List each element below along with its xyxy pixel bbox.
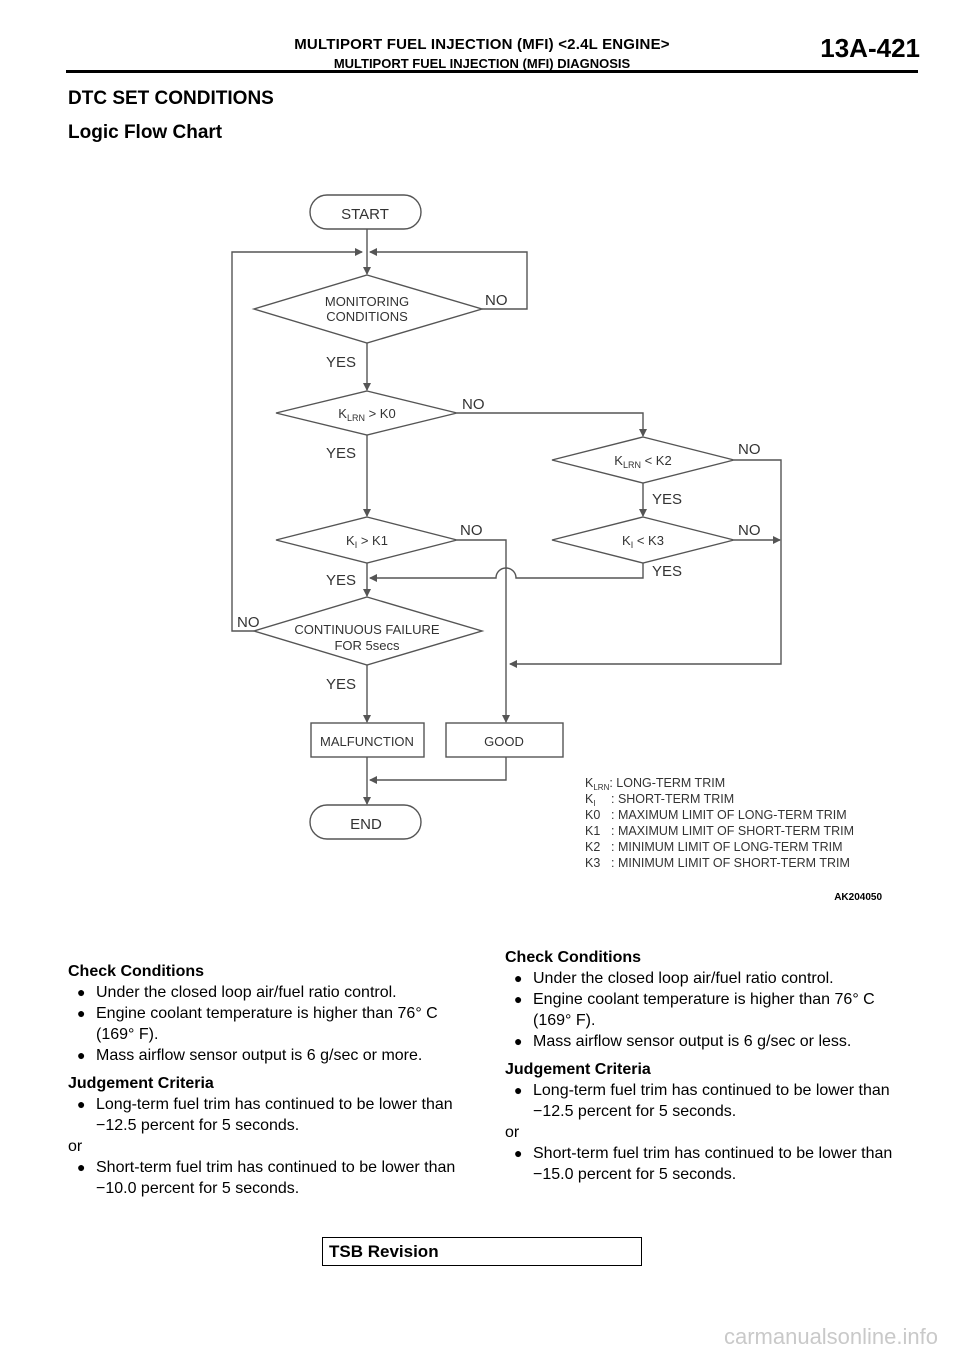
ki-k3-label: KI < K3 (622, 533, 664, 550)
right-column: Check Conditions ●Under the closed loop … (505, 947, 915, 1185)
left-check-heading: Check Conditions (68, 963, 205, 980)
start-label: START (341, 206, 389, 223)
monitoring-no-label: NO (485, 292, 508, 309)
list-item: ●Mass airflow sensor output is 6 g/sec o… (77, 1047, 423, 1064)
left-judgement-list-2: ●Short-term fuel trim has continued to b… (68, 1157, 478, 1199)
legend-k3-key: K3 (585, 856, 600, 870)
continuous-no-label: NO (237, 614, 260, 631)
list-item: ●Engine coolant temperature is higher th… (77, 1005, 438, 1043)
header-title: MULTIPORT FUEL INJECTION (MFI) <2.4L ENG… (294, 36, 670, 53)
legend-k0-key: K0 (585, 808, 600, 822)
bullet-icon: ● (514, 970, 523, 986)
klrn-k2-no-label: NO (738, 441, 761, 458)
list-item: ●Short-term fuel trim has continued to b… (77, 1159, 456, 1197)
list-item: ●Under the closed loop air/fuel ratio co… (514, 970, 834, 987)
ki-k1-no-label: NO (460, 522, 483, 539)
end-label: END (350, 816, 382, 833)
legend-klrn: KLRN: LONG-TERM TRIM (585, 776, 725, 792)
right-check-heading: Check Conditions (505, 949, 642, 966)
subsection-title: Logic Flow Chart (68, 122, 223, 143)
right-judgement-list-2: ●Short-term fuel trim has continued to b… (505, 1143, 915, 1185)
bullet-icon: ● (514, 1145, 523, 1161)
left-column: Check Conditions ●Under the closed loop … (68, 961, 478, 1199)
left-judgement-heading: Judgement Criteria (68, 1075, 214, 1092)
page-number: 13A-421 (820, 33, 920, 63)
end-terminal (309, 804, 422, 840)
bullet-icon: ● (77, 1005, 86, 1021)
continuous-failure-line1: CONTINUOUS FAILURE (294, 622, 440, 637)
logic-flow-chart: START MONITORING CONDITIONS KLRN > K0 KL… (231, 194, 854, 870)
continuous-yes-label: YES (326, 676, 356, 693)
list-item: ●Long-term fuel trim has continued to be… (514, 1082, 890, 1120)
tsb-revision-label: TSB Revision (329, 1242, 439, 1261)
left-judgement-list-1: ●Long-term fuel trim has continued to be… (68, 1094, 478, 1136)
start-terminal (309, 194, 422, 230)
watermark: carmanualsonline.info (723, 1324, 938, 1349)
legend-k1-key: K1 (585, 824, 600, 838)
left-or-text: or (68, 1138, 83, 1155)
bullet-icon: ● (514, 1082, 523, 1098)
legend-k2-desc: : MINIMUM LIMIT OF LONG-TERM TRIM (611, 840, 842, 854)
good-label: GOOD (484, 734, 524, 749)
klrn-k0-label: KLRN > K0 (338, 406, 395, 423)
bullet-icon: ● (514, 991, 523, 1007)
legend-k1-desc: : MAXIMUM LIMIT OF SHORT-TERM TRIM (611, 824, 854, 838)
klrn-k0-yes-label: YES (326, 445, 356, 462)
bullet-icon: ● (77, 1047, 86, 1063)
tsb-revision-box: TSB Revision (322, 1237, 642, 1266)
figure-id: AK204050 (834, 892, 882, 903)
continuous-failure-line2: FOR 5secs (334, 638, 400, 653)
ki-k1-yes-label: YES (326, 572, 356, 589)
ki-k3-yes-label: YES (652, 563, 682, 580)
bullet-icon: ● (77, 1096, 86, 1112)
klrn-k0-no-label: NO (462, 396, 485, 413)
legend-k0-desc: : MAXIMUM LIMIT OF LONG-TERM TRIM (611, 808, 847, 822)
list-item: ●Under the closed loop air/fuel ratio co… (77, 984, 397, 1001)
bullet-icon: ● (77, 1159, 86, 1175)
monitoring-label-line2: CONDITIONS (326, 309, 408, 324)
monitoring-label-line1: MONITORING (325, 294, 409, 309)
list-item: ●Short-term fuel trim has continued to b… (514, 1145, 893, 1183)
flowchart-legend: KLRN: LONG-TERM TRIM KI : SHORT-TERM TRI… (585, 776, 854, 870)
right-judgement-heading: Judgement Criteria (505, 1061, 651, 1078)
klrn-k2-yes-label: YES (652, 491, 682, 508)
right-judgement-list-1: ●Long-term fuel trim has continued to be… (505, 1080, 915, 1122)
section-title: DTC SET CONDITIONS (68, 88, 274, 109)
klrn-k2-label: KLRN < K2 (614, 453, 671, 470)
ki-k3-no-label: NO (738, 522, 761, 539)
list-item: ●Long-term fuel trim has continued to be… (77, 1096, 453, 1134)
legend-ki-key: KI (585, 792, 596, 808)
bullet-icon: ● (77, 984, 86, 1000)
list-item: ●Mass airflow sensor output is 6 g/sec o… (514, 1033, 852, 1050)
header-rule (66, 70, 918, 73)
list-item: ●Engine coolant temperature is higher th… (514, 991, 875, 1029)
legend-k3-desc: : MINIMUM LIMIT OF SHORT-TERM TRIM (611, 856, 850, 870)
monitoring-yes-label: YES (326, 354, 356, 371)
right-or-text: or (505, 1124, 520, 1141)
left-check-list: ●Under the closed loop air/fuel ratio co… (68, 982, 478, 1066)
malfunction-label: MALFUNCTION (320, 734, 414, 749)
good-box (445, 722, 564, 758)
legend-ki-desc: : SHORT-TERM TRIM (611, 792, 734, 806)
ki-k1-label: KI > K1 (346, 533, 388, 550)
bullet-icon: ● (514, 1033, 523, 1049)
legend-k2-key: K2 (585, 840, 600, 854)
header-subtitle: MULTIPORT FUEL INJECTION (MFI) DIAGNOSIS (333, 56, 631, 71)
right-check-list: ●Under the closed loop air/fuel ratio co… (505, 968, 915, 1052)
